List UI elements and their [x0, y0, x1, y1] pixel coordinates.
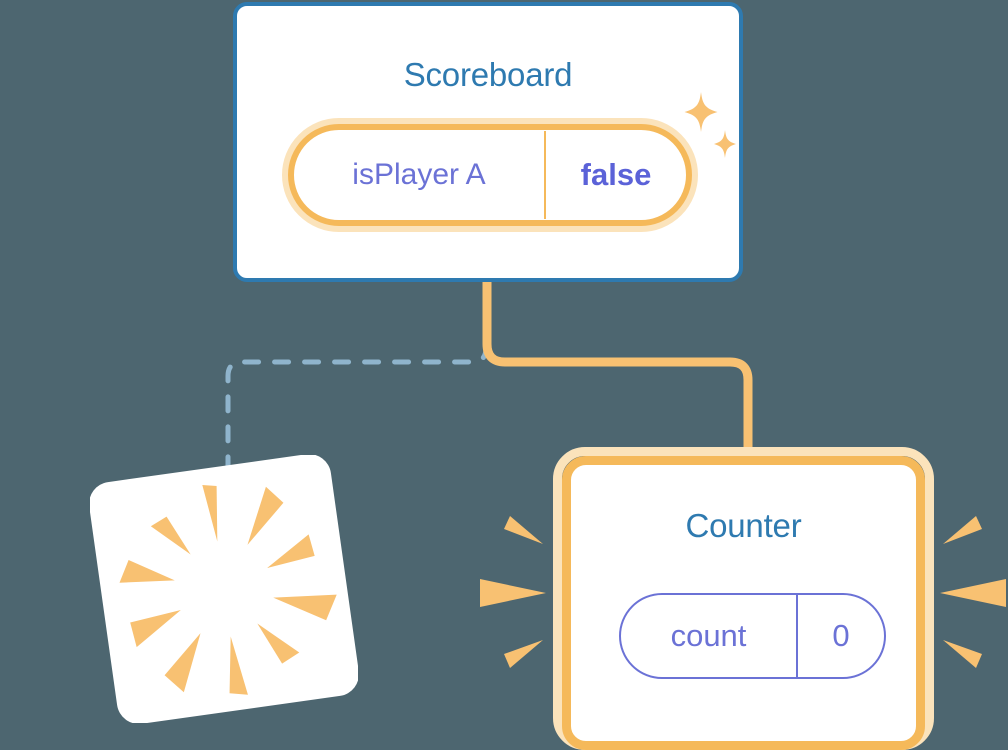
counter-burst-rays-right — [940, 516, 1006, 668]
scoreboard-pill-divider — [544, 131, 546, 219]
counter-pill-value: 0 — [832, 618, 850, 653]
burst-ray-icon — [940, 579, 1006, 607]
burst-ray-icon — [257, 623, 300, 664]
scoreboard-state-pill[interactable]: isPlayer A false — [288, 124, 692, 226]
blank-card-surface[interactable] — [90, 455, 358, 723]
blank-card[interactable] — [90, 455, 358, 723]
blank-card-burst-rays — [119, 485, 337, 695]
sparkle-large-icon — [684, 92, 718, 132]
burst-ray-icon — [943, 640, 982, 668]
burst-ray-icon — [247, 486, 284, 545]
connector-scoreboard-to-counter — [482, 280, 753, 462]
burst-ray-icon — [130, 610, 181, 648]
sparkle-group — [684, 92, 736, 158]
scoreboard-pill-key: isPlayer A — [352, 158, 486, 191]
burst-ray-icon — [273, 594, 337, 621]
counter-burst-rays-left — [480, 516, 546, 668]
counter-pill-divider — [796, 595, 798, 677]
counter-state-pill[interactable]: count 0 — [619, 593, 886, 679]
counter-card[interactable]: Counter count 0 — [562, 456, 925, 750]
sparkle-small-icon — [714, 130, 736, 158]
scoreboard-pill-halo — [282, 118, 698, 232]
burst-ray-icon — [119, 559, 175, 583]
burst-ray-icon — [480, 579, 546, 607]
scoreboard-pill-value: false — [580, 157, 652, 192]
burst-ray-icon — [943, 516, 982, 544]
burst-ray-icon — [164, 633, 201, 693]
burst-ray-icon — [150, 516, 191, 555]
burst-ray-icon — [504, 516, 543, 544]
counter-pill-key: count — [670, 618, 747, 653]
counter-title: Counter — [685, 507, 802, 544]
burst-ray-icon — [267, 534, 315, 568]
scoreboard-card[interactable]: Scoreboard isPlayer A false — [233, 2, 743, 282]
burst-ray-icon — [504, 640, 543, 668]
scoreboard-pill-group[interactable]: isPlayer A false — [282, 118, 698, 232]
scoreboard-title: Scoreboard — [403, 56, 573, 93]
burst-ray-icon — [229, 636, 248, 695]
connector-scoreboard-to-blank-card — [225, 281, 489, 481]
